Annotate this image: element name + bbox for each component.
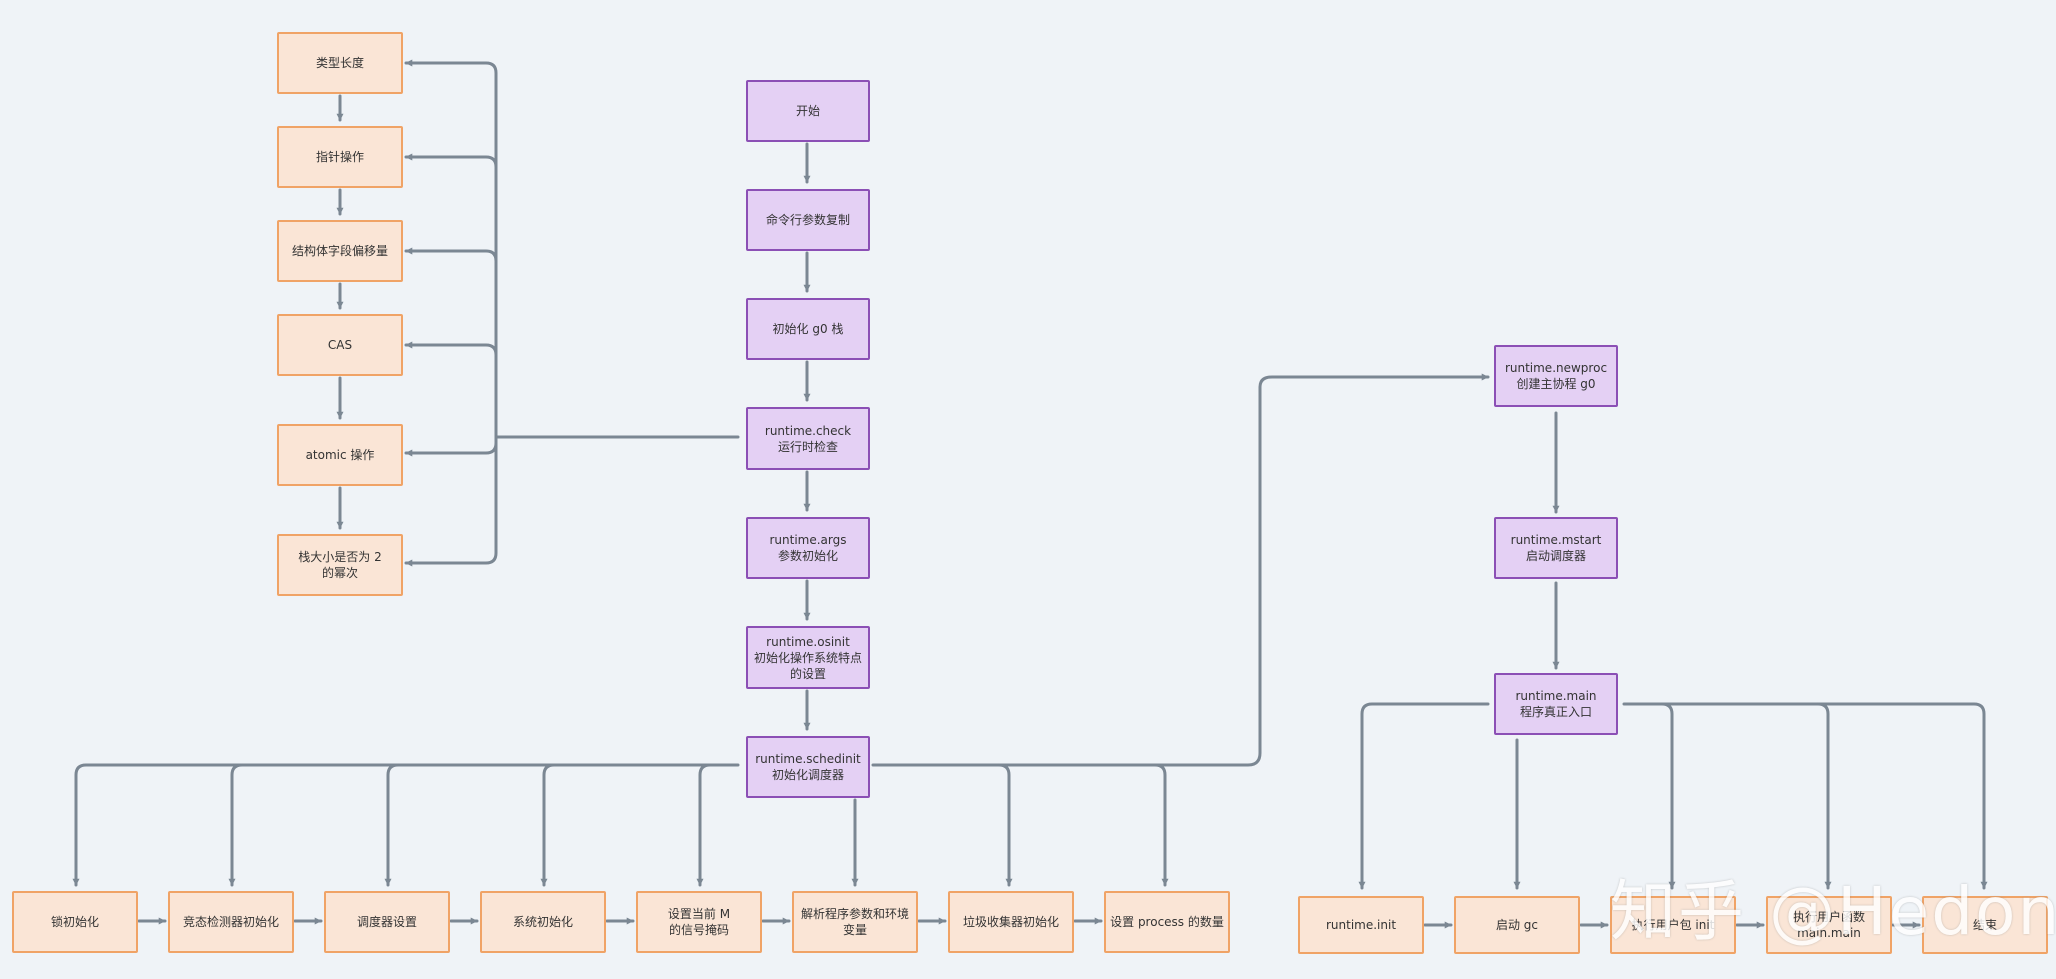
node-sublabel: 初始化操作系统特点: [753, 650, 862, 665]
node-type-length[interactable]: 类型长度: [277, 32, 403, 94]
edge-check-stack: [404, 441, 498, 567]
node-set-procs[interactable]: 设置 process 的数量: [1104, 891, 1230, 953]
node-parse-env[interactable]: 解析程序参数和环境 变量: [792, 891, 918, 953]
node-label: runtime.args: [769, 533, 847, 547]
node-start[interactable]: 开始: [746, 80, 870, 142]
node-label: runtime.init: [1325, 918, 1397, 932]
node-label: 垃圾收集器初始化: [962, 915, 1059, 929]
node-label: runtime.osinit: [766, 634, 850, 649]
node-atomic[interactable]: atomic 操作: [277, 424, 403, 486]
watermark: 知乎 @Hedon: [1610, 873, 2056, 950]
node-runtime-main[interactable]: runtime.main 程序真正入口: [1494, 673, 1618, 735]
edge-schedinit-schedset: [384, 763, 400, 887]
edge-schedinit-race: [228, 763, 244, 887]
node-user-init[interactable]: 执行用户包 init: [1610, 896, 1736, 954]
node-label: 竞态检测器初始化: [182, 915, 279, 929]
node-sublabel: 的信号掩码: [668, 923, 729, 937]
edge-check-struct: [404, 247, 498, 263]
node-runtime-schedinit[interactable]: runtime.schedinit 初始化调度器: [746, 736, 870, 798]
node-label: 命令行参数复制: [765, 213, 850, 227]
node-runtime-mstart[interactable]: runtime.mstart 启动调度器: [1494, 517, 1618, 579]
node-label: runtime.check: [764, 423, 852, 438]
node-label: 栈大小是否为 2: [298, 550, 382, 564]
node-gc-init[interactable]: 垃圾收集器初始化: [948, 891, 1074, 953]
node-args-copy[interactable]: 命令行参数复制: [746, 189, 870, 251]
node-label: 设置 process 的数量: [1110, 915, 1224, 929]
node-label: 执行用户包 init: [1631, 918, 1715, 932]
node-runtime-osinit[interactable]: runtime.osinit 初始化操作系统特点 的设置: [746, 626, 870, 689]
node-stack-pow2[interactable]: 栈大小是否为 2 的幂次: [277, 534, 403, 596]
edge-check-cas: [404, 341, 498, 357]
node-label: 结束: [1972, 918, 1997, 932]
node-label: 开始: [795, 104, 820, 118]
node-sublabel: 初始化调度器: [771, 768, 844, 782]
node-label: runtime.schedinit: [755, 752, 861, 766]
node-label: 解析程序参数和环境: [800, 907, 909, 921]
node-sublabel: 运行时检查: [777, 439, 838, 454]
edge-check-ptr: [404, 153, 498, 169]
node-label: CAS: [327, 338, 353, 352]
node-sublabel: 参数初始化: [777, 549, 838, 563]
node-label: 执行用户函数: [1792, 910, 1865, 924]
node-label: runtime.mstart: [1510, 533, 1602, 547]
node-g0-init[interactable]: 初始化 g0 栈: [746, 298, 870, 360]
node-label: 类型长度: [315, 56, 364, 70]
node-main-main[interactable]: 执行用户函数 main.main: [1766, 896, 1892, 954]
node-cas[interactable]: CAS: [277, 314, 403, 376]
node-label: 设置当前 M: [667, 907, 731, 921]
edge-rtmain-end: [1816, 702, 1988, 890]
edge-check-atomic: [404, 435, 498, 457]
edge-schedinit-sysinit: [540, 763, 556, 887]
node-runtime-args[interactable]: runtime.args 参数初始化: [746, 517, 870, 579]
edge-schedinit-lock: [72, 763, 740, 887]
node-label: atomic 操作: [305, 448, 375, 462]
node-sublabel: 变量: [842, 923, 867, 937]
node-sublabel-2: 的设置: [789, 666, 826, 681]
node-label: runtime.newproc: [1504, 361, 1608, 375]
node-label: runtime.main: [1515, 689, 1597, 703]
node-label: 系统初始化: [512, 915, 573, 929]
node-runtime-init[interactable]: runtime.init: [1298, 896, 1424, 954]
edge-check-typelen: [404, 59, 507, 439]
node-label: 结构体字段偏移量: [291, 244, 388, 258]
edge-schedinit-newproc: [1153, 373, 1490, 767]
node-label: 调度器设置: [356, 915, 417, 929]
edge-schedinit-sigmask: [696, 763, 712, 887]
node-sched-settings[interactable]: 调度器设置: [324, 891, 450, 953]
node-sublabel: 创建主协程 g0: [1516, 377, 1596, 391]
node-sublabel: 启动调度器: [1525, 549, 1586, 563]
node-race-init[interactable]: 竞态检测器初始化: [168, 891, 294, 953]
node-sublabel: main.main: [1797, 926, 1861, 940]
node-end[interactable]: 结束: [1922, 896, 2048, 954]
node-lock-init[interactable]: 锁初始化: [12, 891, 138, 953]
node-sublabel: 程序真正入口: [1519, 705, 1592, 719]
edge-rtmain-rtinit: [1358, 702, 1490, 890]
node-label: 启动 gc: [1495, 918, 1539, 932]
node-pointer-ops[interactable]: 指针操作: [277, 126, 403, 188]
edge-schedinit-gcinit: [871, 763, 1013, 887]
node-gc-start[interactable]: 启动 gc: [1454, 896, 1580, 954]
node-runtime-newproc[interactable]: runtime.newproc 创建主协程 g0: [1494, 345, 1618, 407]
node-label: 初始化 g0 栈: [772, 322, 844, 336]
edge-schedinit-procs: [997, 763, 1169, 887]
node-label: 指针操作: [315, 150, 364, 164]
node-sys-init[interactable]: 系统初始化: [480, 891, 606, 953]
node-label: 锁初始化: [50, 915, 99, 929]
node-signal-mask[interactable]: 设置当前 M 的信号掩码: [636, 891, 762, 953]
node-runtime-check[interactable]: runtime.check 运行时检查: [746, 407, 870, 470]
node-struct-offset[interactable]: 结构体字段偏移量: [277, 220, 403, 282]
node-sublabel: 的幂次: [321, 566, 358, 580]
